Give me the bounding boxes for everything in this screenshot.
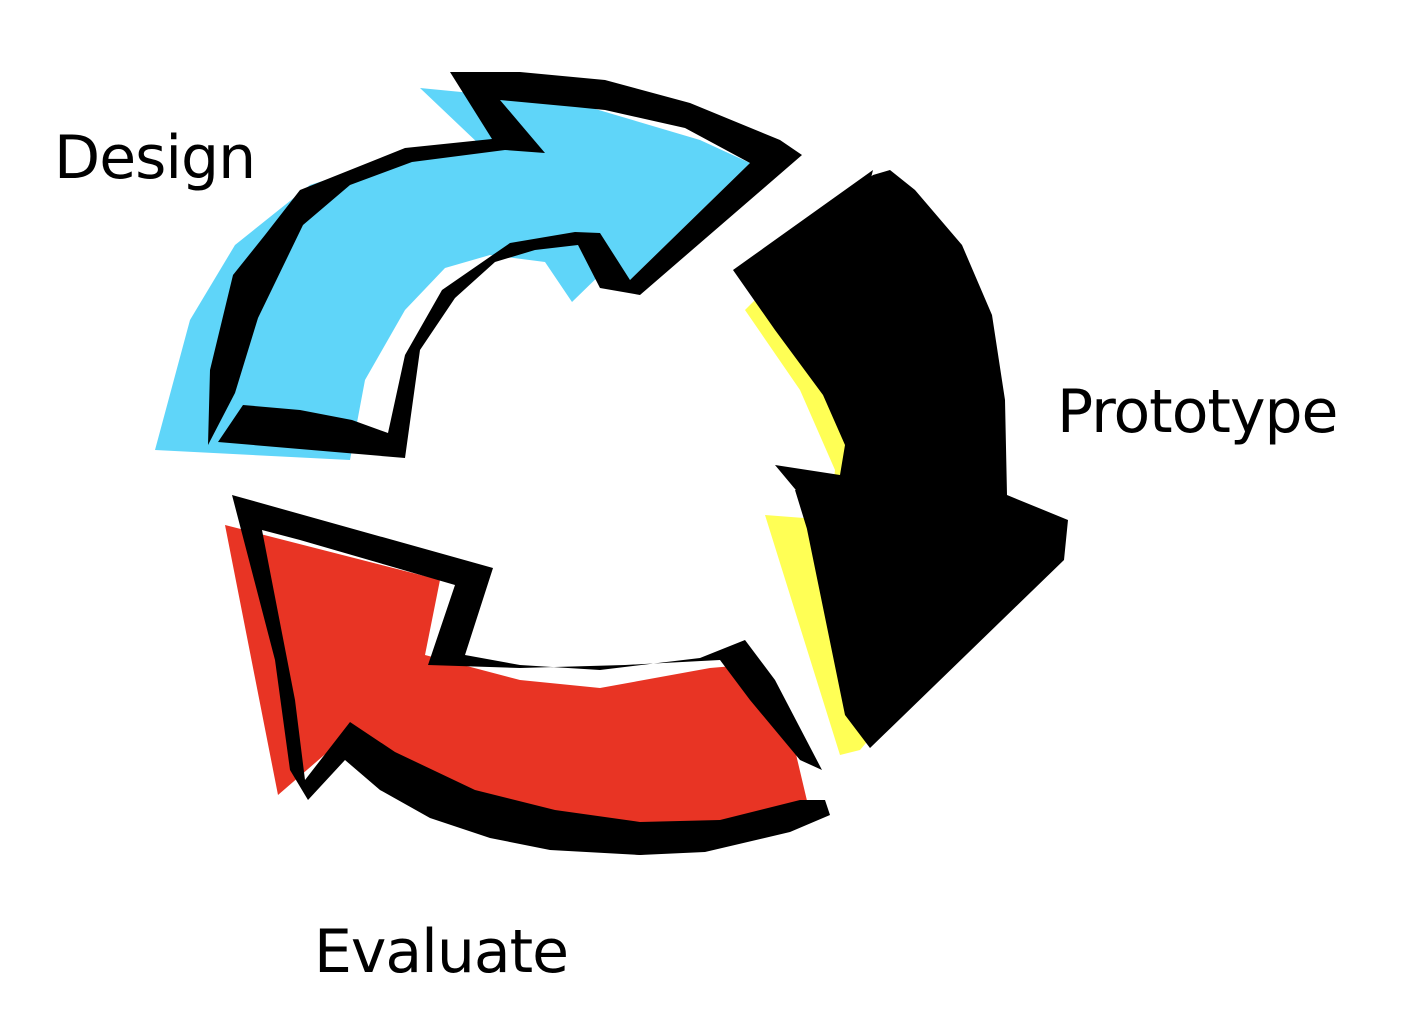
design-label: Design <box>54 123 256 193</box>
evaluate-label: Evaluate <box>314 917 569 987</box>
prototype-arrow <box>733 170 1068 755</box>
prototype-label: Prototype <box>1057 377 1338 447</box>
design-arrow <box>155 72 802 460</box>
evaluate-arrow <box>225 495 830 855</box>
design-arrow-outline <box>208 72 802 458</box>
design-arrow-fill <box>155 88 750 460</box>
prototype-arrow-outline <box>733 170 1068 748</box>
evaluate-arrow-outline <box>232 495 830 855</box>
